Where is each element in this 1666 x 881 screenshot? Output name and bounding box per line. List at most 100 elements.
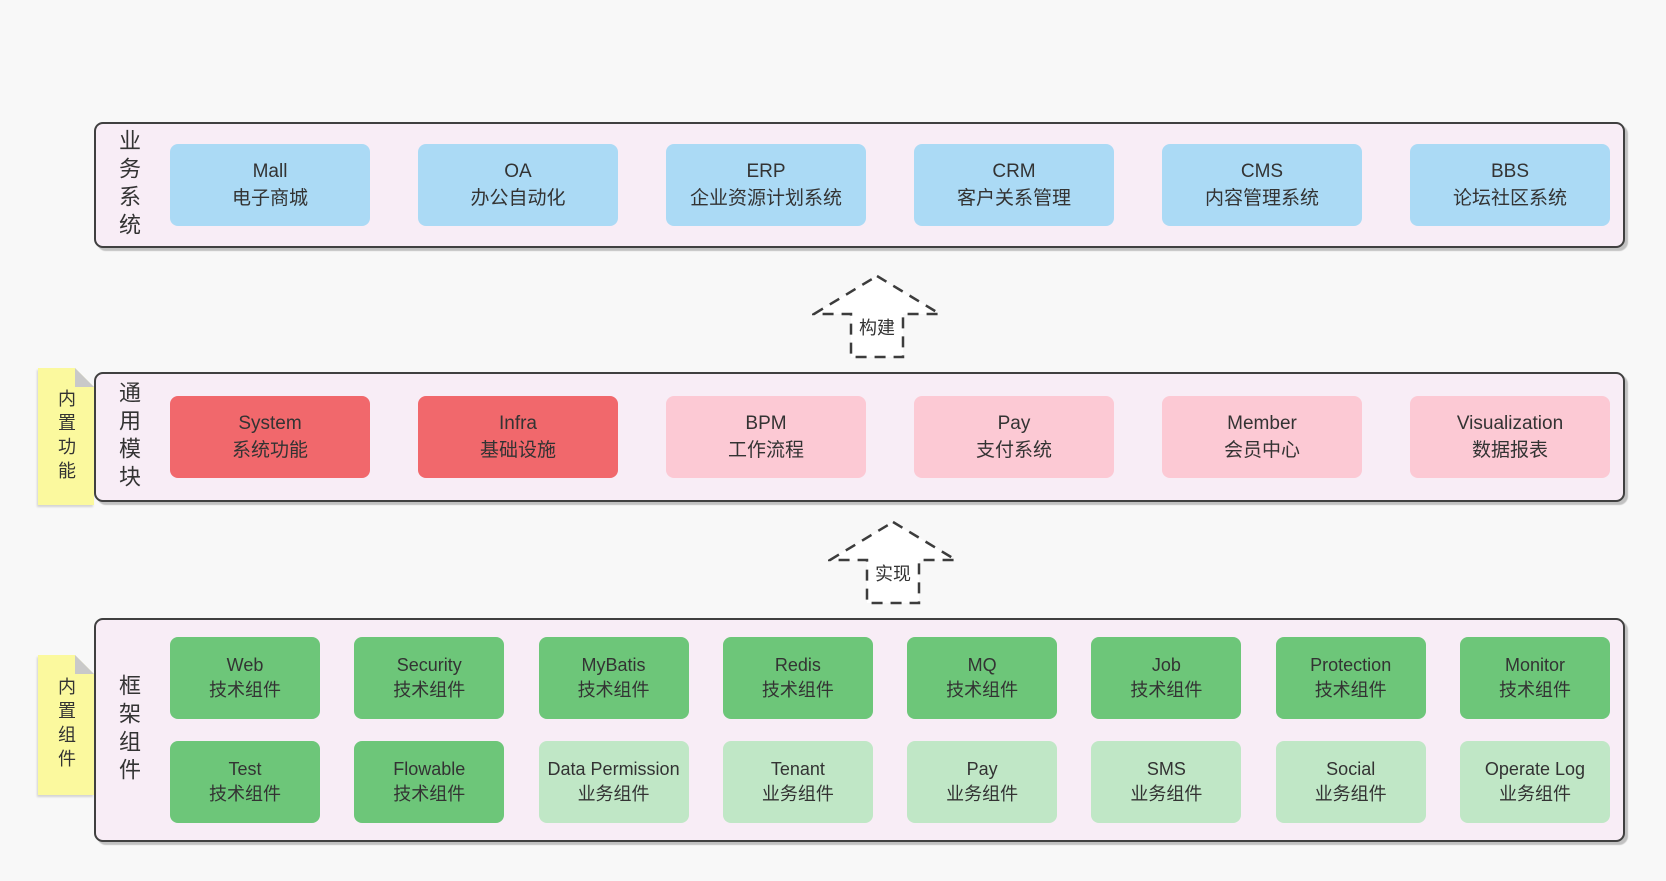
sticky-note-label: 内置组件 [56, 677, 76, 773]
box-title: BPM [745, 413, 787, 434]
box-member: Member 会员中心 [1162, 396, 1362, 478]
box-title: Redis [774, 655, 821, 675]
box-infra: Infra 基础设施 [418, 396, 618, 478]
layer-framework-components: 框架组件 Web 技术组件 Security 技术组件 MyBatis 技术组件… [94, 618, 1625, 842]
framework-components-row-2: Test 技术组件 Flowable 技术组件 Data Permission … [170, 741, 1610, 823]
box-subtitle: 技术组件 [1130, 680, 1203, 700]
box-subtitle: 系统功能 [231, 440, 308, 461]
box-title: Web [226, 655, 264, 675]
box-pay-component: Pay 业务组件 [907, 741, 1058, 823]
arrow-implement-label: 实现 [872, 560, 914, 586]
arrow-implement: 实现 [828, 520, 958, 605]
box-subtitle: 业务组件 [1498, 784, 1571, 804]
box-subtitle: 电子商城 [231, 188, 308, 209]
box-subtitle: 论坛社区系统 [1452, 188, 1567, 209]
box-subtitle: 技术组件 [761, 680, 834, 700]
box-oa: OA 办公自动化 [418, 144, 618, 226]
box-subtitle: 技术组件 [393, 680, 466, 700]
box-subtitle: 业务组件 [577, 784, 650, 804]
box-subtitle: 业务组件 [946, 784, 1019, 804]
box-bpm: BPM 工作流程 [666, 396, 866, 478]
box-flowable: Flowable 技术组件 [354, 741, 505, 823]
box-subtitle: 业务组件 [1130, 784, 1203, 804]
box-title: Tenant [770, 759, 825, 779]
box-security: Security 技术组件 [354, 637, 505, 719]
box-title: Security [396, 655, 462, 675]
box-title: MyBatis [581, 655, 646, 675]
arrow-build: 构建 [812, 274, 942, 359]
box-title: ERP [746, 161, 786, 182]
box-title: Test [228, 759, 262, 779]
framework-components-row-1: Web 技术组件 Security 技术组件 MyBatis 技术组件 Redi… [170, 637, 1610, 719]
box-subtitle: 技术组件 [209, 680, 281, 700]
layer-label-common-modules: 通用模块 [116, 381, 141, 493]
box-subtitle: 技术组件 [946, 680, 1019, 700]
box-mq: MQ 技术组件 [907, 637, 1058, 719]
box-title: SMS [1146, 759, 1186, 779]
box-sms: SMS 业务组件 [1091, 741, 1242, 823]
layer-label-business-systems: 业务系统 [116, 129, 141, 241]
box-test: Test 技术组件 [170, 741, 320, 823]
sticky-note-label: 内置功能 [56, 388, 76, 485]
arrow-build-label: 构建 [856, 314, 898, 340]
box-crm: CRM 客户关系管理 [914, 144, 1114, 226]
box-title: Monitor [1504, 655, 1565, 675]
box-subtitle: 企业资源计划系统 [689, 188, 842, 209]
box-title: MQ [967, 655, 997, 675]
sticky-note-builtin-components: 内置组件 [38, 655, 94, 795]
box-title: BBS [1490, 161, 1530, 182]
box-data-permission: Data Permission 业务组件 [538, 741, 689, 823]
box-subtitle: 数据报表 [1471, 440, 1548, 461]
layer-business-systems: 业务系统 Mall 电子商城 OA 办公自动化 ERP 企业资源计划系统 CRM… [94, 122, 1625, 248]
box-system: System 系统功能 [170, 396, 370, 478]
business-systems-boxes: Mall 电子商城 OA 办公自动化 ERP 企业资源计划系统 CRM 客户关系… [144, 124, 1623, 246]
box-title: Pay [966, 759, 998, 779]
box-subtitle: 技术组件 [209, 784, 281, 804]
box-monitor: Monitor 技术组件 [1459, 637, 1610, 719]
box-erp: ERP 企业资源计划系统 [666, 144, 866, 226]
box-subtitle: 技术组件 [577, 680, 650, 700]
box-mybatis: MyBatis 技术组件 [538, 637, 689, 719]
layer-label-framework-components: 框架组件 [116, 674, 141, 786]
box-subtitle: 技术组件 [1498, 680, 1571, 700]
box-social: Social 业务组件 [1275, 741, 1426, 823]
box-mall: Mall 电子商城 [170, 144, 370, 226]
box-title: Mall [252, 161, 288, 182]
box-subtitle: 支付系统 [975, 440, 1052, 461]
box-subtitle: 基础设施 [479, 440, 556, 461]
box-subtitle: 办公自动化 [470, 188, 566, 209]
box-title: Operate Log [1484, 759, 1585, 779]
box-subtitle: 工作流程 [727, 440, 804, 461]
box-subtitle: 会员中心 [1223, 440, 1300, 461]
box-title: Protection [1310, 655, 1392, 675]
box-title: Visualization [1456, 413, 1564, 434]
box-protection: Protection 技术组件 [1275, 637, 1426, 719]
box-subtitle: 业务组件 [1314, 784, 1387, 804]
sticky-note-builtin-features: 内置功能 [38, 368, 94, 505]
common-modules-boxes: System 系统功能 Infra 基础设施 BPM 工作流程 Pay 支付系统… [144, 374, 1623, 500]
box-title: Data Permission [547, 759, 680, 779]
box-title: CMS [1240, 161, 1284, 182]
box-title: Member [1227, 413, 1297, 434]
box-title: Pay [997, 413, 1031, 434]
box-title: OA [504, 161, 532, 182]
box-operate-log: Operate Log 业务组件 [1459, 741, 1610, 823]
box-pay: Pay 支付系统 [914, 396, 1114, 478]
box-title: System [238, 413, 302, 434]
box-bbs: BBS 论坛社区系统 [1410, 144, 1610, 226]
layer-common-modules: 通用模块 System 系统功能 Infra 基础设施 BPM 工作流程 Pay… [94, 372, 1625, 502]
box-title: Social [1326, 759, 1376, 779]
box-title: Infra [498, 413, 538, 434]
box-subtitle: 内容管理系统 [1204, 188, 1319, 209]
box-web: Web 技术组件 [170, 637, 320, 719]
box-subtitle: 技术组件 [1314, 680, 1387, 700]
box-job: Job 技术组件 [1091, 637, 1242, 719]
box-subtitle: 技术组件 [393, 784, 466, 804]
box-redis: Redis 技术组件 [722, 637, 873, 719]
box-cms: CMS 内容管理系统 [1162, 144, 1362, 226]
box-tenant: Tenant 业务组件 [722, 741, 873, 823]
box-title: Job [1151, 655, 1181, 675]
box-title: Flowable [393, 759, 466, 779]
box-title: CRM [992, 161, 1036, 182]
